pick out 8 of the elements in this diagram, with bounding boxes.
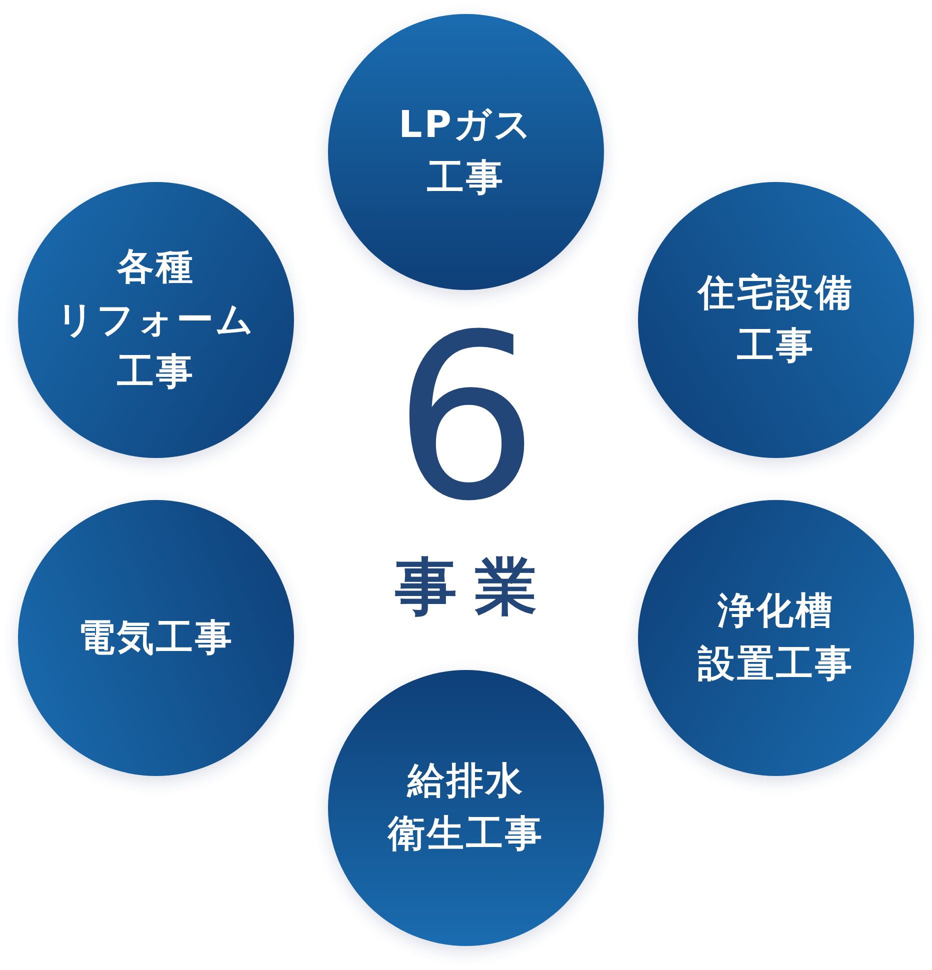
business-label: 住宅設備工事 bbox=[698, 270, 854, 369]
business-label: 浄化槽設置工事 bbox=[698, 588, 854, 687]
heading-text: 事業 bbox=[394, 549, 555, 625]
business-label: 給排水衛生工事 bbox=[388, 758, 544, 857]
business-label: 電気工事 bbox=[78, 614, 234, 661]
business-label: LPガス工事 bbox=[398, 102, 534, 201]
business-label: 各種リフォーム工事 bbox=[56, 244, 256, 396]
large-numeral: 6 bbox=[393, 318, 539, 518]
